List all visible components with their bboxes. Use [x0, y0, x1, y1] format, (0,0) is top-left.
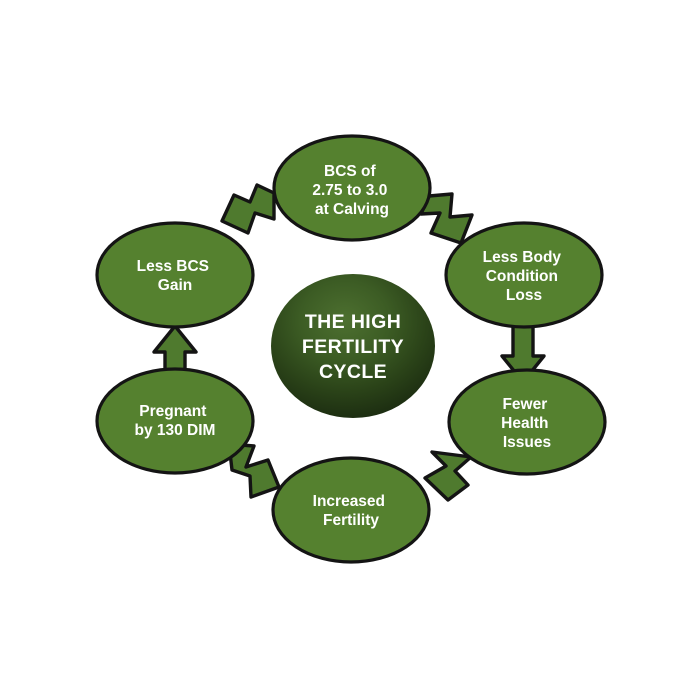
hub-circle: THE HIGH FERTILITY CYCLE: [271, 274, 435, 418]
node-less-bcs-gain[interactable]: Less BCS Gain: [95, 221, 255, 329]
node-fewer-health-issues[interactable]: Fewer Health Issues: [447, 368, 607, 476]
arrow-bcs-gain-to-calving: [220, 183, 276, 235]
node-pregnant-by-130-dim[interactable]: Pregnant by 130 DIM: [95, 367, 255, 475]
hub-label-line3: CYCLE: [319, 361, 387, 383]
node-label-less-bcs-gain: Less BCS Gain: [137, 258, 214, 294]
node-less-body-condition-loss[interactable]: Less Body Condition Loss: [444, 221, 604, 329]
node-label-less-body-condition-loss: Less Body Condition Loss: [483, 249, 566, 304]
node-label-fewer-health-issues: Fewer Health Issues: [501, 396, 553, 451]
hub-label-line1: THE HIGH: [305, 311, 401, 333]
node-bcs-at-calving[interactable]: BCS of 2.75 to 3.0 at Calving: [272, 134, 432, 242]
hub-label-line2: FERTILITY: [302, 336, 404, 358]
arrow-health-to-fertility: [423, 450, 473, 502]
node-label-pregnant-by-130-dim: Pregnant by 130 DIM: [135, 403, 216, 439]
node-increased-fertility[interactable]: Increased Fertility: [271, 456, 431, 564]
node-label-increased-fertility: Increased Fertility: [313, 493, 390, 529]
node-label-bcs-at-calving: BCS of 2.75 to 3.0 at Calving: [312, 163, 391, 218]
